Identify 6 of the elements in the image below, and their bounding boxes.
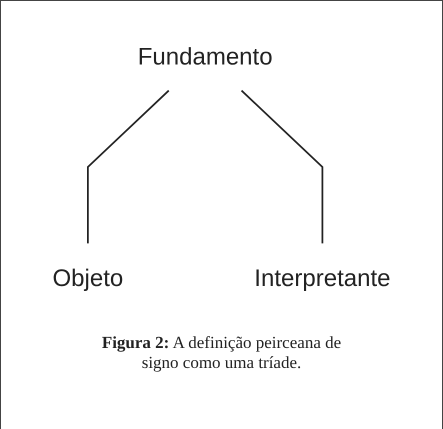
- node-text: Fundamento: [138, 42, 273, 70]
- figure-caption: Figura 2: A definição peirceana de signo como uma tríade.: [100, 333, 342, 373]
- connector: [240, 90, 324, 244]
- node-text: Interpretante: [254, 264, 391, 292]
- connector: [87, 90, 170, 244]
- node-text: Objeto: [52, 264, 124, 292]
